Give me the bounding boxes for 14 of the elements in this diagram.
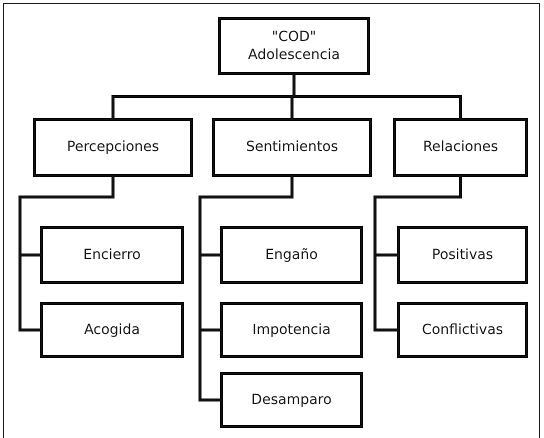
text-box: "COD" Adolescencia xyxy=(218,17,370,75)
text-box: Impotencia xyxy=(220,302,363,358)
text-box: Acogida xyxy=(40,302,184,358)
connector-line xyxy=(198,177,294,402)
text-box: Engaño xyxy=(220,226,363,284)
text-box: Percepciones xyxy=(33,118,193,177)
connector-line xyxy=(374,177,462,332)
connector-line xyxy=(18,177,114,332)
text-box: Relaciones xyxy=(393,118,528,177)
text-box: Positivas xyxy=(397,226,528,284)
text-box: Conflictivas xyxy=(397,302,528,358)
text-box: Sentimientos xyxy=(212,118,372,177)
text-box: Desamparo xyxy=(220,372,363,428)
text-box: Encierro xyxy=(40,226,184,284)
